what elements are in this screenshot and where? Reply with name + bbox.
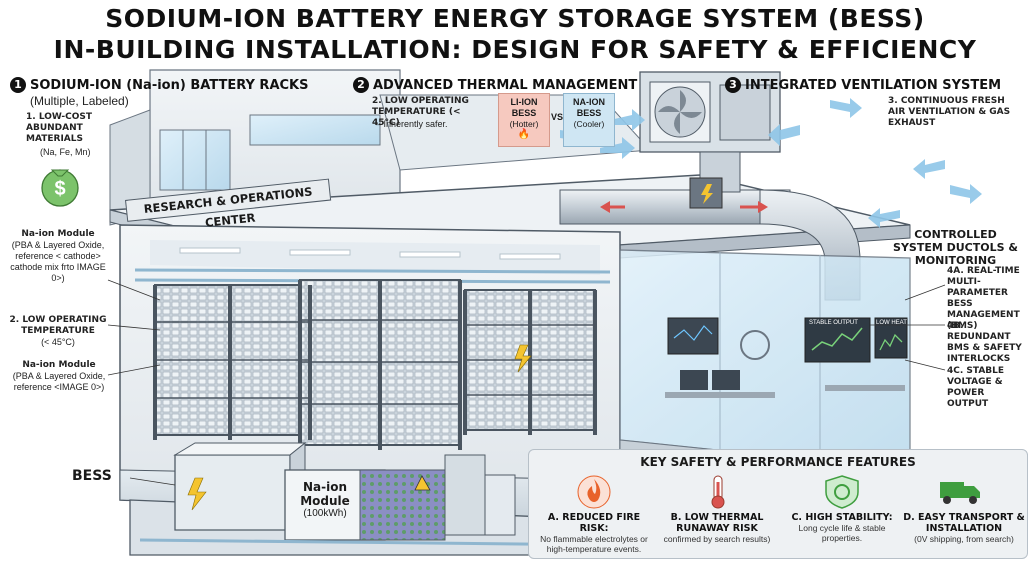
- na-ion-bess-card: NA-ION BESS (Cooler): [563, 93, 615, 147]
- label-module-1-title: Na-ion Module: [21, 229, 95, 239]
- features-icons: [577, 475, 980, 509]
- page-title-line1: SODIUM-ION BATTERY ENERGY STORAGE SYSTEM…: [105, 4, 925, 33]
- feature-c: C. HIGH STABILITY: Long cycle life & sta…: [780, 512, 904, 543]
- shield-icon: [825, 475, 859, 509]
- section-title-3: INTEGRATED VENTILATION SYSTEM: [745, 78, 1002, 93]
- thermal-detail: – Inherently safer.: [376, 119, 448, 129]
- section-title-1: SODIUM-ION (Na-ion) BATTERY RACKS: [30, 78, 309, 93]
- label-module-1-detail: (PBA & Layered Oxide, reference < cathod…: [10, 240, 106, 283]
- feature-d-title: D. EASY TRANSPORT & INSTALLATION: [903, 512, 1025, 534]
- monitoring-title: CONTROLLED SYSTEM DUCTOLS & MONITORING: [893, 228, 1018, 267]
- section-title-2: ADVANCED THERMAL MANAGEMENT: [373, 78, 638, 93]
- li-ion-name: LI-ION BESS: [510, 97, 538, 118]
- feature-c-desc: Long cycle life & stable properties.: [798, 523, 886, 543]
- monitoring-4b: 4B. REDUNDANT BMS & SAFETY INTERLOCKS: [947, 321, 1022, 364]
- ventilation-fresh-air-label: 3. CONTINUOUS FRESH AIR VENTILATION & GA…: [888, 96, 1011, 128]
- svg-text:$: $: [54, 178, 65, 200]
- section-subtitle-1: (Multiple, Labeled): [30, 94, 129, 108]
- section-battery-racks: 1 SODIUM-ION (Na-ion) BATTERY RACKS: [10, 77, 308, 93]
- label-materials-detail: (Na, Fe, Mn): [40, 147, 91, 157]
- section-thermal-management: 2 ADVANCED THERMAL MANAGEMENT: [353, 77, 637, 93]
- feature-a-title: A. REDUCED FIRE RISK:: [547, 512, 641, 534]
- basement-module-name: Na-ion Module: [300, 480, 350, 508]
- label-materials-title: 1. LOW-COST ABUNDANT MATERIALS: [26, 112, 93, 144]
- section-ventilation: 3 INTEGRATED VENTILATION SYSTEM: [725, 77, 1001, 93]
- label-low-temp-detail: (< 45°C): [41, 337, 75, 347]
- label-low-temp-title: 2. LOW OPERATING TEMPERATURE: [9, 315, 107, 336]
- feature-d: D. EASY TRANSPORT & INSTALLATION (0V shi…: [902, 512, 1026, 544]
- basement-module-capacity: (100kWh): [303, 508, 347, 519]
- truck-icon: [940, 482, 980, 504]
- section-number-2: 2: [353, 77, 369, 93]
- thermometer-icon: [711, 475, 725, 509]
- label-module-2: Na-ion Module (PBA & Layered Oxide, refe…: [4, 360, 114, 393]
- feature-a: A. REDUCED FIRE RISK: No flammable elect…: [532, 512, 656, 554]
- feature-b: B. LOW THERMAL RUNAWAY RISK confirmed by…: [655, 512, 779, 544]
- na-ion-name: NA-ION BESS: [573, 97, 605, 118]
- label-module-2-detail: (PBA & Layered Oxide, reference <IMAGE 0…: [12, 371, 106, 392]
- li-ion-bess-card: LI-ION BESS (Hotter) 🔥: [498, 93, 550, 147]
- money-bag-icon: $: [41, 169, 79, 207]
- label-low-temp: 2. LOW OPERATING TEMPERATURE (< 45°C): [6, 315, 110, 348]
- label-module-2-title: Na-ion Module: [22, 360, 96, 370]
- thermal-title: 2. LOW OPERATING TEMPERATURE (< 45°C): [372, 96, 469, 128]
- page-title-line2: IN-BUILDING INSTALLATION: DESIGN FOR SAF…: [53, 35, 977, 64]
- screen-stable-output: STABLE OUTPUT: [809, 320, 858, 326]
- section-number-1: 1: [10, 77, 26, 93]
- basement-module-label: Na-ion Module (100kWh): [292, 480, 358, 519]
- label-bess: BESS: [72, 468, 112, 484]
- section-number-3: 3: [725, 77, 741, 93]
- basement: [129, 441, 621, 556]
- battery-racks: [153, 279, 597, 450]
- feature-c-title: C. HIGH STABILITY:: [791, 512, 893, 523]
- feature-d-desc: (0V shipping, from search): [914, 534, 1014, 544]
- flame-icon: 🔥: [517, 129, 531, 140]
- control-room: [619, 249, 911, 481]
- features-heading: KEY SAFETY & PERFORMANCE FEATURES: [640, 455, 916, 469]
- na-ion-note: (Cooler): [573, 119, 605, 129]
- feature-b-desc: confirmed by search results): [663, 534, 771, 544]
- fire-icon: [577, 475, 611, 509]
- monitoring-4a: 4A. REAL-TIME MULTI-PARAMETER BESS MANAG…: [947, 266, 1020, 331]
- features-panel: [528, 449, 1028, 559]
- li-ion-note: (Hotter): [509, 119, 539, 129]
- feature-b-title: B. LOW THERMAL RUNAWAY RISK: [670, 512, 764, 534]
- monitoring-4c: 4C. STABLE VOLTAGE & POWER OUTPUT: [947, 366, 1005, 409]
- label-module-1: Na-ion Module (PBA & Layered Oxide, refe…: [4, 229, 112, 284]
- screen-low-heat: LOW HEAT: [876, 320, 907, 326]
- feature-a-desc: No flammable electrolytes or high-temper…: [540, 534, 648, 554]
- versus-label: VS: [551, 112, 564, 122]
